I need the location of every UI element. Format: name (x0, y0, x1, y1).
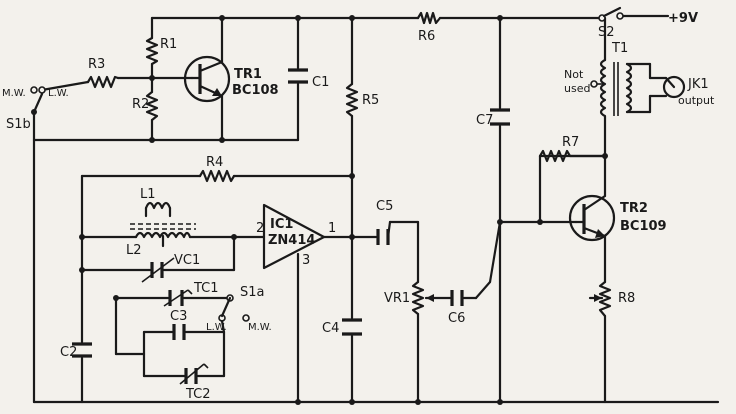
label-r4: R4 (206, 155, 223, 170)
transformer-t1 (590, 58, 668, 120)
ic-pin-1: 1 (328, 221, 336, 236)
ic-zn414 (262, 203, 326, 270)
label-r7: R7 (562, 135, 579, 150)
label-output: output (678, 94, 715, 107)
label-ic1: IC1 (270, 217, 293, 232)
resistors (86, 11, 612, 318)
label-tr1: TR1 (234, 67, 262, 82)
label-l1: L1 (140, 187, 156, 202)
label-s1b-lw: L.W. (48, 88, 69, 99)
label-r3: R3 (88, 57, 105, 72)
vr1-wiper-arrow (426, 294, 434, 302)
ic-pin-2: 2 (256, 221, 264, 236)
label-s1a-mw: M.W. (248, 322, 272, 333)
label-s1a-lw: L.W. (206, 322, 227, 333)
label-c2: C2 (60, 345, 77, 360)
label-s1a: S1a (240, 285, 265, 300)
label-r5: R5 (362, 93, 379, 108)
capacitors (72, 68, 510, 385)
label-t1: T1 (611, 41, 628, 56)
label-s1b: S1b (6, 117, 31, 132)
label-l2: L2 (126, 243, 142, 258)
label-s1b-mw: M.W. (2, 88, 26, 99)
label-tr2-type: BC109 (620, 219, 667, 234)
supply-label: +9V (668, 11, 698, 26)
resistor-r8 (598, 280, 612, 318)
switch-s2 (598, 6, 624, 22)
label-r1: R1 (160, 37, 177, 52)
label-vr1: VR1 (384, 291, 410, 306)
label-tc1: TC1 (193, 281, 219, 296)
label-s2: S2 (598, 25, 615, 40)
resistor-r1 (145, 36, 159, 66)
output-jack-jk1 (662, 75, 686, 99)
coil-l2 (134, 231, 192, 248)
switch-s1b (30, 86, 46, 115)
label-c5: C5 (376, 199, 393, 214)
resistor-r5 (345, 82, 359, 118)
r8-tap-arrow (594, 294, 602, 302)
resistor-r7 (538, 149, 607, 163)
label-r2: R2 (132, 97, 149, 112)
transistor-tr1 (183, 55, 231, 103)
switch-s1a (218, 294, 250, 334)
transistor-tr2 (568, 194, 616, 242)
resistor-r2 (145, 90, 159, 122)
ferrite-rod (130, 223, 196, 230)
label-c4: C4 (322, 321, 339, 336)
label-jk1: JK1 (687, 77, 709, 92)
wires (32, 14, 720, 404)
resistor-r6 (416, 11, 442, 25)
label-c6: C6 (448, 311, 465, 326)
label-vc1: VC1 (174, 253, 200, 268)
label-ic1-type: ZN414 (268, 233, 315, 248)
label-tr1-type: BC108 (232, 83, 279, 98)
component-labels: +9V S2 R1 R2 R3 R4 R5 R6 R7 R8 VR1 C1 C2… (2, 11, 715, 402)
label-not: Not (564, 68, 584, 81)
coil-l1 (144, 201, 172, 218)
label-c3: C3 (170, 309, 187, 324)
junction-dots (79, 15, 608, 405)
label-c7: C7 (476, 113, 493, 128)
potentiometer-vr1 (411, 280, 425, 316)
label-tc2: TC2 (185, 387, 211, 402)
label-used: used (564, 82, 590, 95)
resistor-r3 (86, 75, 120, 89)
label-r6: R6 (418, 29, 435, 44)
label-c1: C1 (312, 75, 329, 90)
resistor-r4 (198, 169, 236, 183)
label-r8: R8 (618, 291, 635, 306)
ic-pin-3: 3 (302, 253, 310, 268)
label-tr2: TR2 (620, 201, 648, 216)
